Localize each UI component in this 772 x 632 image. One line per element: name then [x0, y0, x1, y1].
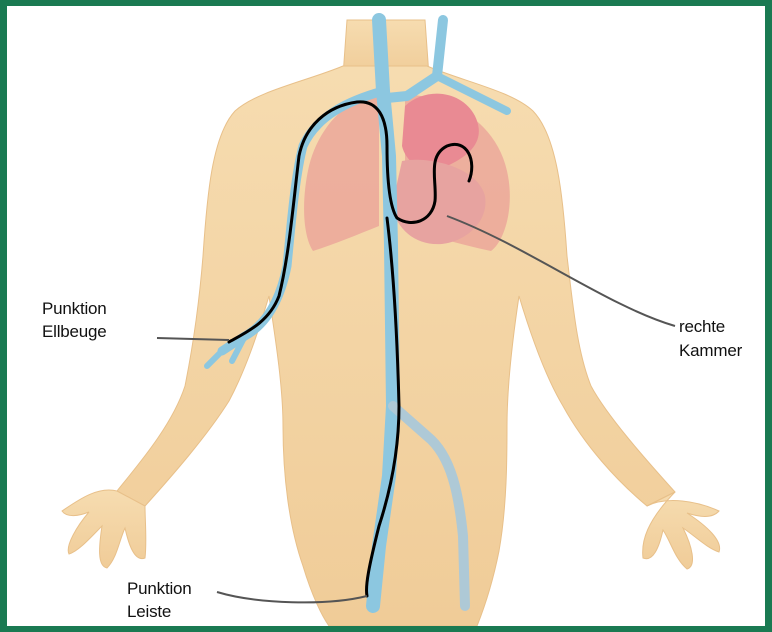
illustration-panel: Punktion Ellbeuge rechte Kammer Punktion…	[7, 6, 765, 626]
label-elbow-puncture-line2: Ellbeuge	[42, 321, 107, 342]
label-groin-puncture-line1: Punktion	[127, 578, 192, 599]
label-right-ventricle-line1: rechte	[679, 316, 725, 337]
label-elbow-puncture-line1: Punktion	[42, 298, 107, 319]
label-right-ventricle-line2: Kammer	[679, 340, 742, 361]
label-groin-puncture-line2: Leiste	[127, 601, 171, 622]
anatomy-illustration	[7, 6, 765, 626]
